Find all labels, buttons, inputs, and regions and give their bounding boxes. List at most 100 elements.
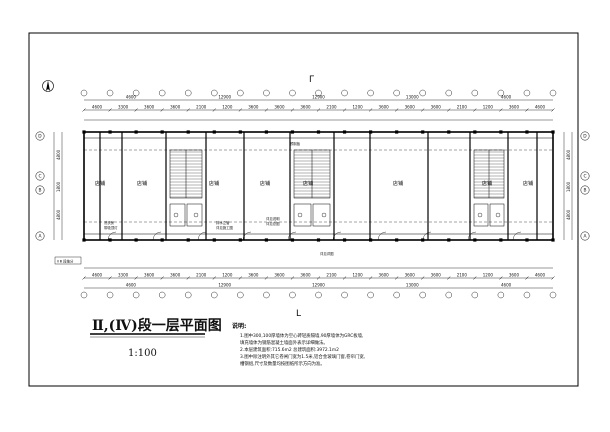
column-axis-bubble [393,291,400,299]
structural-column [473,238,477,242]
top-dim-tick [368,108,373,112]
axis-bubble-label: B [583,188,586,194]
column-axis-bubble [419,89,426,97]
bottom-dim-tick [134,276,138,280]
column-axis-bubble [497,291,505,299]
structural-column [160,130,164,134]
column-axis-bubble [237,89,244,97]
column-axis-bubble [185,291,192,299]
door-swing [107,231,117,241]
top-dim-text: 3600 [300,105,311,110]
axis-bubble [580,231,590,241]
note-line-1: 1.图中300,100厚墙体为空心砖轻质隔墙,90厚墙体为GRC板墙, [240,332,363,339]
right-dim-3: 4800 [566,149,571,160]
bottom-dim-tick [82,276,86,280]
top-dim-tick [447,108,451,112]
top-dim-text: 4600 [92,105,103,110]
structural-column [369,238,373,242]
top-dim-total-text: 4600 [501,95,512,100]
top-dim-tick [316,108,321,112]
structural-column [421,130,425,134]
room-label: 店铺 [303,179,313,187]
column-axis-bubble [289,291,296,299]
top-dim-tick [160,108,164,112]
top-dim-tick [134,108,138,112]
note-line-2: 填充墙体为钢筋混凝土墙面外表示详细做法。 [240,339,328,346]
structural-column [395,238,399,242]
structural-column [421,238,425,242]
axis-bubble [35,131,45,141]
top-dim-tick [525,108,529,112]
top-dim-text: 2100 [457,105,468,110]
top-dim-tick [212,108,216,112]
bottom-dim-text: 3300 [118,273,129,278]
column-axis-bubble [523,89,531,97]
bottom-dim-tick [368,276,373,280]
room-note-7: 预制板 [290,141,301,146]
column-axis-bubble [211,291,218,299]
structural-column [186,130,190,134]
top-dim-tick [82,108,86,112]
bottom-dim-text: 2100 [326,273,337,278]
note-line-5: 槽钢组,尺寸及数量均按图纸所示方向为准。 [240,360,325,367]
top-dim-text: 1200 [222,105,233,110]
column-axis-bubble [393,89,400,97]
bottom-dim-text: 3600 [300,273,311,278]
stairwell [473,149,505,227]
door-swing [422,231,432,241]
column-axis-bubble [367,89,374,97]
axis-bubble-label: D [38,134,42,140]
column-axis-bubble [315,291,322,299]
left-tag: Ⅱ Ⅲ 段轴分 [57,259,74,264]
top-dim-tick [551,108,555,112]
left-tag-box [54,256,82,265]
top-dim-text: 3300 [118,105,129,110]
column-axis-bubble [549,291,557,299]
column-axis-bubble [237,291,244,299]
axis-bubble-label: A [583,234,586,240]
column-axis-bubble [132,89,140,97]
bottom-dim-tick [499,276,503,280]
stairwells [169,149,505,227]
room-label: 店铺 [137,179,147,187]
structural-column [160,238,164,242]
room-note-6: 详见总图 [266,221,280,226]
axis-bubble [580,185,590,195]
top-dim-tick [421,108,425,112]
structural-column [525,130,529,134]
bottom-dim-tick [108,276,112,280]
room-note-3: 排水立管 [216,220,230,225]
room-label: 店铺 [523,179,533,187]
column-axis-bubble [523,291,531,299]
structural-column [525,238,529,242]
bottom-dim-tick [316,276,321,280]
top-dim-text: 3600 [509,105,520,110]
room-label: 店铺 [209,179,219,187]
structural-column [238,130,242,134]
stairwell [293,149,331,227]
top-dim-text: 3600 [248,105,259,110]
bottom-dim-text: 1200 [483,273,494,278]
bottom-dim-text: 1200 [352,273,363,278]
bottom-dim-text: 3600 [274,273,285,278]
door-swing [467,231,477,241]
room-note-2: 带吸顶灯 [104,225,118,230]
column-axis-bubble [315,89,322,97]
top-dim-text: 3600 [405,105,416,110]
column-axis-bubble [158,89,166,97]
structural-column [316,238,321,242]
bottom-dim-tick [264,276,269,280]
axis-bubble-label: B [38,188,41,194]
top-dim-total-text: 12900 [312,95,325,100]
column-axis-bubble [132,291,140,299]
column-axis-bubble [445,291,452,299]
door-swing [152,231,162,241]
left-dim-3: 4800 [56,149,61,160]
column-axis-bubble [289,89,296,97]
structural-column [316,130,321,134]
structural-column [447,130,451,134]
top-dim-tick [342,108,347,112]
bottom-dim-tick [212,276,216,280]
